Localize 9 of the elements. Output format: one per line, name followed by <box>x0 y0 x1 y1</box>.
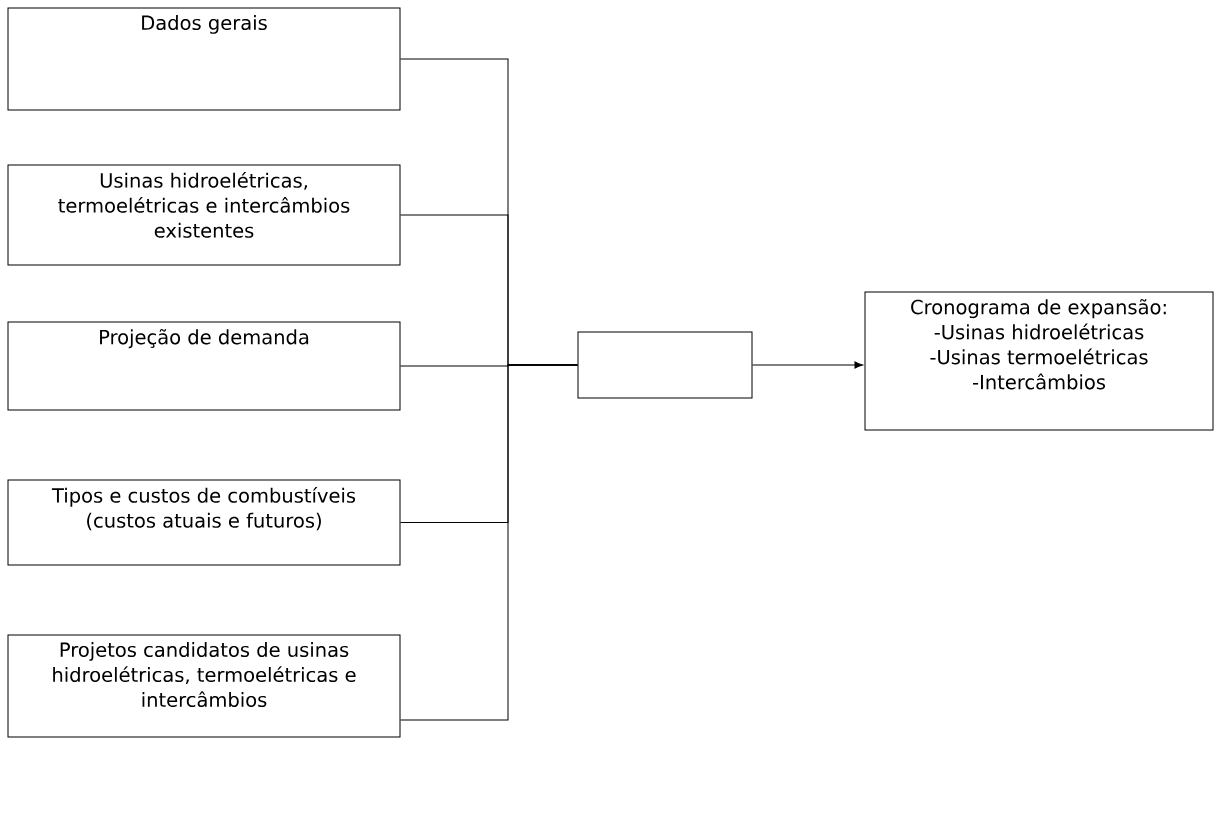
input-box: Tipos e custos de combustíveis (custos atuais e futuros) <box>7 479 401 566</box>
input-box: Usinas hidroelétricas, termoelétricas e intercâmbios existentes <box>7 164 401 266</box>
input-box: Projeção de demanda <box>7 321 401 411</box>
connector <box>752 361 864 369</box>
process-box <box>577 331 753 399</box>
output-box: Cronograma de expansão: -Usinas hidroelétricas -Usinas termoelétricas -Intercâmbios <box>864 291 1214 431</box>
input-box: Dados gerais <box>7 7 401 111</box>
connector <box>400 364 578 721</box>
input-box: Projetos candidatos de usinas hidroelétricas, termoelétricas e intercâmbios <box>7 634 401 738</box>
